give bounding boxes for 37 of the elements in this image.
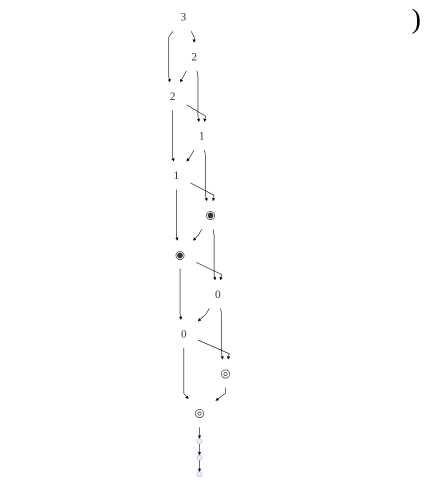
node-text: ◉: [175, 248, 185, 261]
arrow: [175, 189, 178, 241]
arrow: [168, 31, 174, 82]
node-text: 2: [170, 90, 176, 103]
arrow: [180, 70, 187, 82]
arrow: [193, 228, 202, 241]
node-text: 1: [198, 130, 205, 142]
node-text: ◉: [205, 208, 216, 222]
arrow: [190, 182, 216, 202]
arrow: [196, 262, 223, 280]
arrow: [196, 70, 200, 122]
node-point: [196, 438, 202, 444]
arrow: [198, 444, 202, 456]
arrow: [198, 460, 202, 472]
arrow: [212, 228, 216, 280]
arrow: [186, 104, 207, 122]
arrow: [204, 150, 208, 202]
node-text: 3: [180, 10, 186, 24]
bracket-text: ): [412, 4, 421, 35]
arrow: [184, 348, 188, 400]
arrow: [198, 340, 230, 360]
node-point: [196, 472, 202, 478]
node-text: ◎: [194, 406, 204, 420]
arrow: [198, 426, 202, 439]
node-text: 0: [215, 288, 221, 301]
arrow: [190, 31, 196, 43]
node-point: [196, 454, 202, 461]
arrow: [171, 110, 175, 162]
node-text: 0: [181, 328, 187, 340]
arrow: [216, 387, 226, 401]
arrow: [178, 268, 182, 320]
arrow: [198, 308, 210, 322]
node-text: ◎: [220, 367, 230, 380]
node-text: 2: [191, 50, 198, 63]
arrow: [186, 150, 194, 162]
arrow: [220, 308, 224, 360]
node-text: 1: [173, 169, 180, 182]
